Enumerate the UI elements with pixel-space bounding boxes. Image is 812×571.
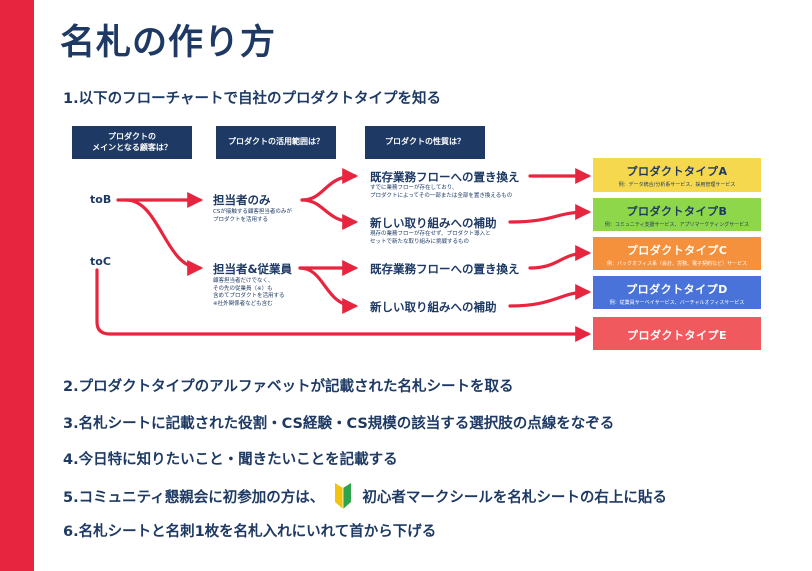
type-a-name: プロダクトタイプA bbox=[626, 165, 728, 178]
node-tob: toB bbox=[90, 193, 112, 206]
step-2: 2.プロダクトタイプのアルファベットが記載された名札シートを取る bbox=[63, 379, 514, 395]
type-d-example: 例：従業員サーベイサービス、バーチャルオフィスサービス bbox=[609, 300, 745, 306]
header-usage-scope: プロダクトの活用範囲は？ bbox=[216, 126, 336, 159]
type-e-name: プロダクトタイプE bbox=[626, 329, 727, 342]
step-5-lead: 5.コミュニティ懇親会に初参加の方は、 bbox=[63, 490, 325, 506]
step-6: 6.名札シートと名刺1枚を名札入れにいれて首から下げる bbox=[63, 524, 437, 540]
type-box-d: プロダクトタイプD 例：従業員サーベイサービス、バーチャルオフィスサービス bbox=[593, 276, 761, 309]
type-b-example: 例：コミュニティ支援サービス、アプリマーケティングサービス bbox=[604, 222, 750, 228]
node-nature-replace: 既存業務フローへの置き換え bbox=[370, 170, 520, 184]
step-4: 4.今日特に知りたいこと・聞きたいことを記載する bbox=[63, 452, 398, 468]
header-product-nature: プロダクトの性質は？ bbox=[365, 126, 485, 159]
type-box-c: プロダクトタイプC 例：バックオフィス系（会計、労務、電子契約など）サービス bbox=[593, 237, 761, 270]
type-c-name: プロダクトタイプC bbox=[626, 244, 728, 257]
node-nature-replace-2: 既存業務フローへの置き換え bbox=[370, 262, 520, 276]
type-box-a: プロダクトタイプA 例：データ統合/分析系サービス、採用管理サービス bbox=[593, 158, 761, 192]
type-b-name: プロダクトタイプB bbox=[626, 205, 728, 218]
node-scope-only: 担当者のみ bbox=[213, 193, 271, 207]
type-box-e: プロダクトタイプE bbox=[593, 317, 761, 350]
beginner-mark-icon bbox=[333, 483, 353, 513]
node-nature-new-2: 新しい取り組みへの補助 bbox=[370, 300, 497, 314]
note-nature-replace: すでに業務フローが存在しており、 プロダクトによってその一部または全部を置き換え… bbox=[370, 185, 513, 199]
step-1: 1.以下のフローチャートで自社のプロダクトタイプを知る bbox=[63, 91, 441, 107]
note-scope-only: CSが接触する顧客担当者のみが プロダクトを活用する bbox=[213, 209, 292, 223]
node-scope-staff: 担当者&従業員 bbox=[213, 262, 293, 276]
type-box-b: プロダクトタイプB 例：コミュニティ支援サービス、アプリマーケティングサービス bbox=[593, 198, 761, 231]
type-d-name: プロダクトタイプD bbox=[626, 283, 728, 296]
step-3: 3.名札シートに記載された役割・CS経験・CS規模の該当する選択肢の点線をなぞる bbox=[63, 416, 615, 432]
note-scope-staff: 顧客担当者だけでなく、 その先の従業員（※）も 含めてプロダクトを活用する ※社… bbox=[213, 278, 285, 308]
step-5-tail: 初心者マークシールを名札シートの右上に貼る bbox=[362, 490, 667, 506]
note-nature-new: 現存の業務フローが存在せず、プロダクト導入と セットで新たな取り組みに挑戦するも… bbox=[370, 231, 491, 245]
page-title: 名札の作り方 bbox=[60, 23, 277, 63]
step-5: 5.コミュニティ懇親会に初参加の方は、 初心者マークシールを名札シートの右上に貼… bbox=[63, 483, 667, 513]
type-a-example: 例：データ統合/分析系サービス、採用管理サービス bbox=[618, 182, 736, 188]
node-toc: toC bbox=[90, 255, 111, 268]
node-nature-new: 新しい取り組みへの補助 bbox=[370, 216, 497, 230]
type-c-example: 例：バックオフィス系（会計、労務、電子契約など）サービス bbox=[607, 261, 747, 267]
header-main-customer: プロダクトの メインとなる顧客は？ bbox=[72, 126, 192, 159]
accent-bar bbox=[0, 0, 34, 571]
